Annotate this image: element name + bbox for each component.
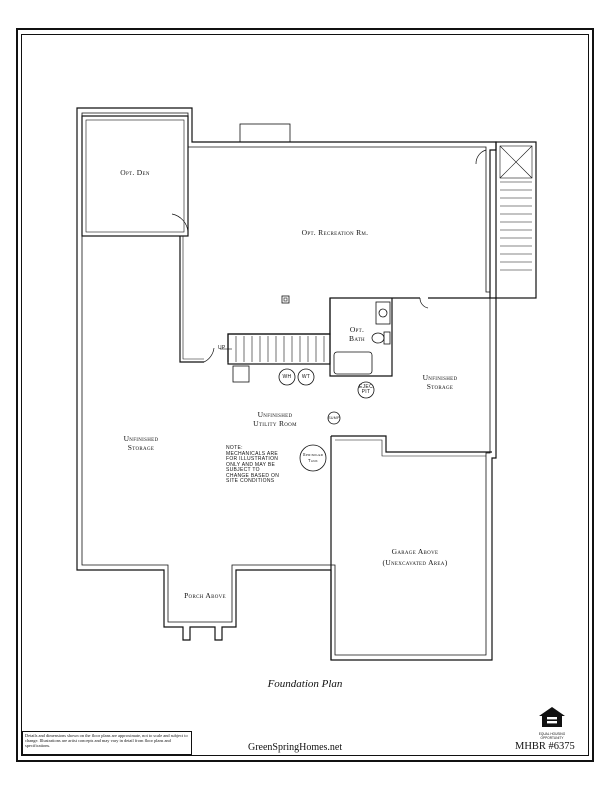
window-well — [239, 123, 291, 143]
storage-right-label-1: Unfinished — [422, 373, 458, 382]
sump-label: SUMP — [328, 416, 340, 420]
website-link[interactable]: GreenSpringHomes.net — [248, 742, 343, 753]
den-label: Opt. Den — [120, 168, 150, 177]
garage-label-1: Garage Above — [391, 547, 439, 556]
plan-title: Foundation Plan — [267, 678, 343, 690]
vanity — [375, 301, 391, 325]
ejector-label-2: PIT — [361, 389, 371, 395]
model-number: MHBR #6375 — [515, 741, 575, 752]
foundation-inner-wall — [81, 112, 491, 656]
storage-left-label-1: Unfinished — [123, 434, 159, 443]
recreation-label: Opt. Recreation Rm. — [301, 228, 369, 237]
wt-label: WT — [301, 374, 311, 380]
wh-label: WH — [282, 374, 292, 380]
bath-wall — [329, 298, 393, 377]
garage-label-2: (Unexcavated Area) — [382, 558, 448, 567]
exterior-stair — [495, 141, 537, 299]
inner-frame — [21, 34, 589, 756]
sprinkler-tank — [299, 444, 327, 472]
garage-wall — [330, 435, 492, 660]
bath-label-2: Bath — [349, 334, 365, 343]
sprinkler-label-1: Sprinkler — [302, 452, 324, 457]
floor-drain — [281, 295, 290, 304]
utility-label-1: Unfinished — [257, 410, 293, 419]
bathtub — [333, 351, 373, 375]
up-label: UP — [218, 345, 226, 351]
utility-label-2: Utility Room — [253, 419, 297, 428]
water-heater — [278, 368, 296, 386]
porch-label: Porch Above — [184, 591, 226, 600]
equal-housing-icon — [539, 707, 565, 727]
sump-pit — [327, 411, 341, 425]
sprinkler-label-2: Tank — [308, 458, 318, 463]
ejector-label-1: EJEC — [359, 384, 373, 390]
den-door — [171, 213, 189, 233]
storage-left-label-2: Storage — [127, 443, 155, 452]
panel — [232, 365, 250, 383]
bath-label-1: Opt. — [349, 325, 365, 334]
mechanicals-note: NOTE: MECHANICALS ARE FOR ILLUSTRATION O… — [226, 445, 280, 484]
equal-housing-text: EQUAL HOUSING OPPORTUNITY — [538, 732, 566, 740]
outer-frame — [16, 28, 594, 762]
water-treatment — [297, 368, 315, 386]
storage-right-label-2: Storage — [426, 382, 454, 391]
foundation-outer-wall — [76, 107, 497, 661]
ejector-pit — [357, 381, 375, 399]
den-wall — [81, 115, 189, 237]
equal-housing-logo: EQUAL HOUSING OPPORTUNITY — [534, 706, 570, 740]
interior-stair — [227, 333, 331, 365]
disclaimer-box: Details and dimensions shown on the floo… — [22, 731, 192, 755]
recreation-wall — [179, 236, 490, 363]
